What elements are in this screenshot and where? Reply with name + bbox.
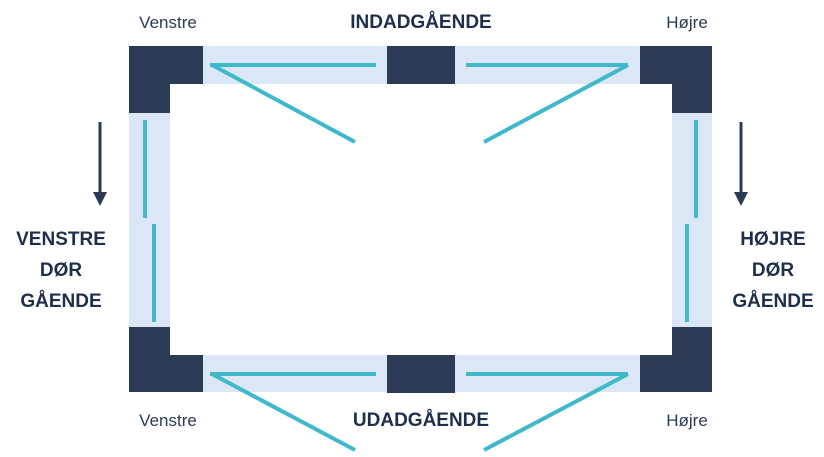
label-top-center: INDADGÅENDE xyxy=(350,12,491,33)
center-block-top xyxy=(387,46,455,84)
label-right-line-1: HØJRE xyxy=(740,229,805,250)
top-right-leaf-open xyxy=(483,63,629,144)
corner-block-top-left xyxy=(129,46,203,113)
frame xyxy=(129,46,712,392)
corner-block-bottom-left xyxy=(129,327,203,392)
label-top-right: Højre xyxy=(666,13,708,32)
label-left-line-1: VENSTRE xyxy=(16,229,106,250)
label-bottom-left: Venstre xyxy=(139,411,197,430)
label-right-line-2: DØR xyxy=(752,260,795,281)
corner-block-bottom-right xyxy=(640,327,712,392)
label-left-line-2: DØR xyxy=(40,260,83,281)
label-top-left: Venstre xyxy=(139,13,197,32)
left-down-arrow-head xyxy=(93,192,107,206)
center-block-bottom xyxy=(387,355,455,393)
label-right-line-3: GÅENDE xyxy=(732,291,813,312)
corner-block-top-right xyxy=(640,46,712,113)
label-bottom-right: Højre xyxy=(666,411,708,430)
label-bottom-center: UDADGÅENDE xyxy=(353,410,489,431)
top-left-leaf-open xyxy=(211,63,356,144)
right-down-arrow-head xyxy=(734,192,748,206)
label-left-line-3: GÅENDE xyxy=(20,291,101,312)
bottom-left-leaf-open xyxy=(211,372,356,452)
bottom-right-leaf-open xyxy=(483,372,629,452)
